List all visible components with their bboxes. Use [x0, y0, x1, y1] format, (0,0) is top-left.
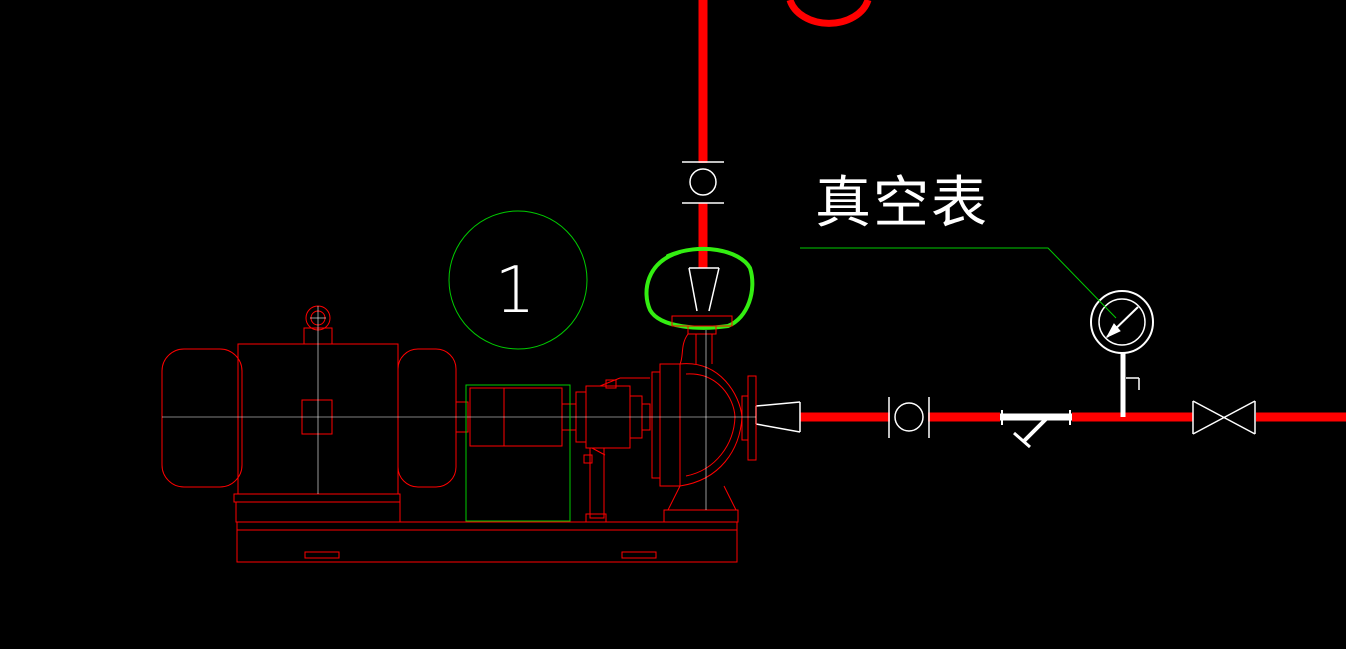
electric-motor — [161, 305, 457, 523]
vacuum-gauge-label: 真空表 — [815, 171, 989, 236]
coupling-guard — [465, 384, 571, 522]
gate-valve — [1192, 400, 1256, 435]
flexible-joint-horizontal — [888, 397, 930, 438]
top-circle-symbol — [786, 0, 872, 27]
y-strainer — [1000, 410, 1072, 449]
suction-reducer — [755, 401, 801, 433]
pump-number-label: 1 — [495, 254, 536, 328]
bearing-housing — [575, 377, 650, 523]
gauge-leader-line — [800, 247, 1117, 319]
centrifugal-pump — [641, 315, 757, 523]
discharge-reducer — [688, 267, 720, 312]
base-frame — [236, 521, 738, 563]
pump-number-bubble: 1 — [448, 210, 588, 350]
pump-set — [161, 305, 757, 563]
flexible-joint-vertical — [682, 161, 724, 204]
vacuum-gauge — [1090, 290, 1154, 417]
